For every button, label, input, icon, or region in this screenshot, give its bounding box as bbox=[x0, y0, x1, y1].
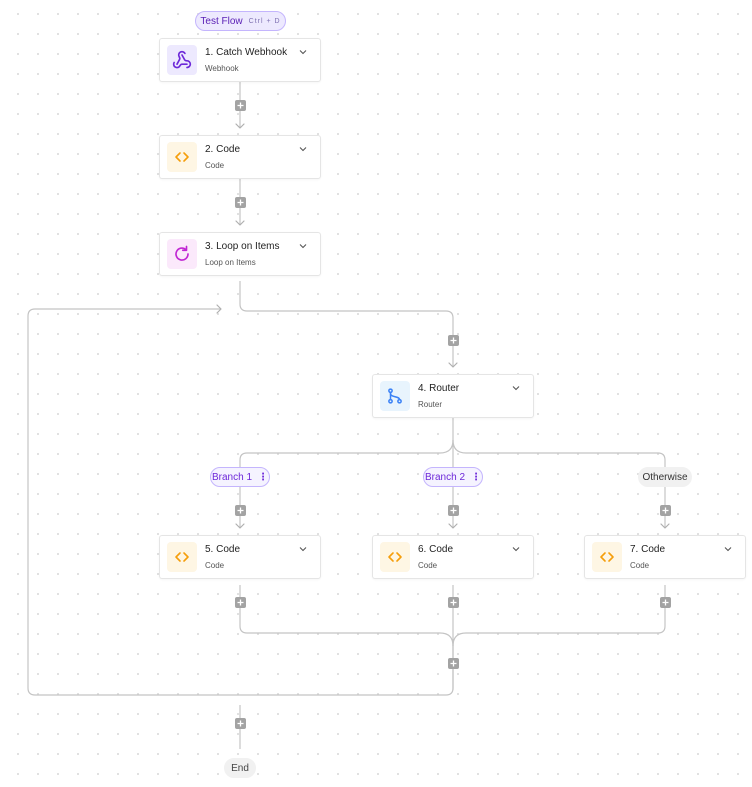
plus-icon bbox=[450, 337, 457, 344]
router-icon bbox=[380, 381, 410, 411]
chevron-down-icon[interactable] bbox=[298, 544, 308, 554]
plus-icon bbox=[662, 507, 669, 514]
add-step-button[interactable] bbox=[235, 718, 246, 729]
step-title: 4. Router bbox=[418, 383, 460, 394]
more-vertical-icon[interactable]: ⋮ bbox=[471, 471, 482, 483]
chevron-down-icon[interactable] bbox=[298, 144, 308, 154]
plus-icon bbox=[237, 507, 244, 514]
add-step-button[interactable] bbox=[448, 335, 459, 346]
plus-icon bbox=[450, 599, 457, 606]
code-icon bbox=[167, 542, 197, 572]
step-subtitle: Loop on Items bbox=[205, 258, 256, 267]
plus-icon bbox=[237, 199, 244, 206]
test-flow-shortcut: Ctrl + D bbox=[248, 17, 281, 25]
step-title: 2. Code bbox=[205, 144, 241, 155]
code-icon bbox=[167, 142, 197, 172]
chevron-down-icon[interactable] bbox=[723, 544, 733, 554]
loop-icon bbox=[167, 239, 197, 269]
step-card-4[interactable]: 4. Router Router bbox=[372, 374, 534, 418]
test-flow-label: Test Flow bbox=[200, 15, 243, 27]
webhook-icon bbox=[167, 45, 197, 75]
step-card-6[interactable]: 6. Code Code bbox=[372, 535, 534, 579]
step-title: 5. Code bbox=[205, 544, 241, 555]
branch-1-pill[interactable]: Branch 1 ⋮ bbox=[210, 467, 270, 487]
step-title: 1. Catch Webhook bbox=[205, 47, 288, 58]
plus-icon bbox=[237, 720, 244, 727]
step-subtitle: Code bbox=[418, 561, 438, 570]
plus-icon bbox=[450, 660, 457, 667]
chevron-down-icon[interactable] bbox=[511, 544, 521, 554]
connector-loop-router bbox=[239, 281, 454, 367]
loop-back-arrowhead bbox=[216, 304, 222, 314]
chevron-down-icon[interactable] bbox=[511, 383, 521, 393]
test-flow-button[interactable]: Test Flow Ctrl + D bbox=[195, 11, 286, 31]
add-step-button[interactable] bbox=[235, 505, 246, 516]
chevron-down-icon[interactable] bbox=[298, 47, 308, 57]
plus-icon bbox=[237, 599, 244, 606]
end-label: End bbox=[231, 762, 249, 774]
add-step-button[interactable] bbox=[660, 505, 671, 516]
branch-label: Branch 2 bbox=[424, 471, 466, 483]
otherwise-pill[interactable]: Otherwise bbox=[638, 467, 692, 487]
router-split bbox=[239, 418, 454, 467]
step-subtitle: Code bbox=[630, 561, 650, 570]
plus-icon bbox=[662, 599, 669, 606]
loop-back-connector bbox=[27, 308, 454, 696]
add-step-button[interactable] bbox=[448, 597, 459, 608]
add-step-button[interactable] bbox=[448, 505, 459, 516]
end-node: End bbox=[224, 758, 256, 778]
step-subtitle: Router bbox=[418, 400, 443, 409]
add-step-button[interactable] bbox=[235, 597, 246, 608]
step-title: 3. Loop on Items bbox=[205, 241, 280, 252]
branch-label: Otherwise bbox=[642, 471, 688, 483]
step-card-2[interactable]: 2. Code Code bbox=[159, 135, 321, 179]
step-subtitle: Code bbox=[205, 561, 225, 570]
add-step-button[interactable] bbox=[660, 597, 671, 608]
code-icon bbox=[592, 542, 622, 572]
add-step-button[interactable] bbox=[448, 658, 459, 669]
chevron-down-icon[interactable] bbox=[298, 241, 308, 251]
branch-label: Branch 1 bbox=[211, 471, 253, 483]
code-icon bbox=[380, 542, 410, 572]
more-vertical-icon[interactable]: ⋮ bbox=[258, 471, 269, 483]
plus-icon bbox=[237, 102, 244, 109]
add-step-button[interactable] bbox=[235, 197, 246, 208]
step-card-3[interactable]: 3. Loop on Items Loop on Items bbox=[159, 232, 321, 276]
plus-icon bbox=[450, 507, 457, 514]
branch-2-pill[interactable]: Branch 2 ⋮ bbox=[423, 467, 483, 487]
step-subtitle: Webhook bbox=[205, 64, 239, 73]
step-title: 7. Code bbox=[630, 544, 666, 555]
step-card-7[interactable]: 7. Code Code bbox=[584, 535, 746, 579]
step-title: 6. Code bbox=[418, 544, 454, 555]
merge-lines bbox=[239, 585, 454, 647]
step-subtitle: Code bbox=[205, 161, 225, 170]
add-step-button[interactable] bbox=[235, 100, 246, 111]
step-card-1[interactable]: 1. Catch Webhook Webhook bbox=[159, 38, 321, 82]
step-card-5[interactable]: 5. Code Code bbox=[159, 535, 321, 579]
